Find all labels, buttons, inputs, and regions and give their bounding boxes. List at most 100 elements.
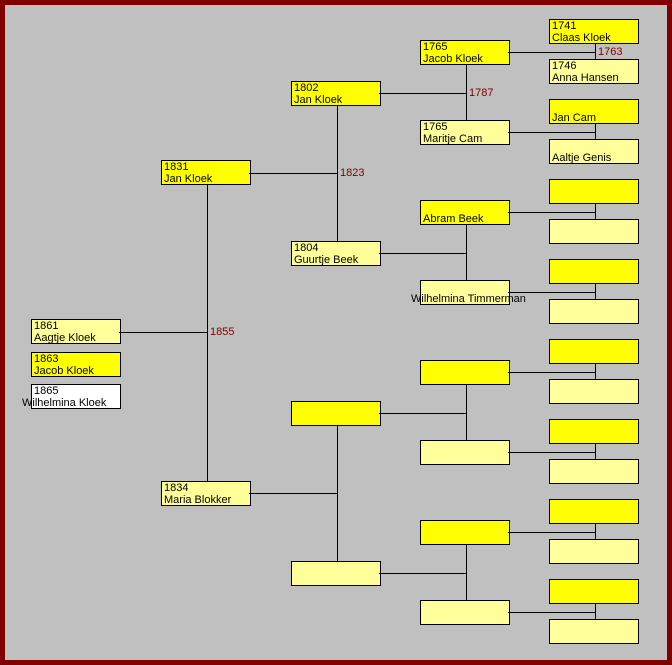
ancestor-box-gen4[interactable]	[549, 459, 639, 484]
marriage-year: 1855	[210, 326, 235, 338]
person-name: Abram Beek	[423, 213, 484, 225]
connector-line	[207, 185, 208, 481]
birth-year	[423, 521, 509, 533]
birth-year	[552, 180, 638, 192]
ancestor-box-gen4[interactable]	[549, 579, 639, 604]
ancestor-box-gen3[interactable]	[420, 520, 510, 545]
connector-line	[379, 573, 466, 574]
ancestor-box-gen3[interactable]	[420, 440, 510, 465]
connector-line	[119, 332, 207, 333]
person-name: Wilhelmina Timmerman	[411, 293, 526, 305]
birth-year	[423, 441, 509, 453]
person-name	[423, 453, 509, 465]
connector-line	[379, 253, 466, 254]
ancestor-box-gen4[interactable]	[549, 259, 639, 284]
person-name: Jan Kloek	[164, 173, 213, 185]
person-name	[423, 613, 509, 625]
ancestor-box-gen3[interactable]	[420, 600, 510, 625]
birth-year: 1831	[164, 161, 189, 173]
connector-line	[595, 124, 596, 139]
birth-year	[423, 601, 509, 613]
birth-year	[552, 580, 638, 592]
connector-line	[595, 524, 596, 539]
birth-year	[552, 100, 638, 112]
birth-year: 1863	[34, 353, 59, 365]
ancestor-box-gen4[interactable]	[549, 419, 639, 444]
ancestor-box-gen4[interactable]: Aaltje Genis	[549, 139, 639, 164]
ancestor-box-gen4[interactable]	[549, 539, 639, 564]
person-name	[552, 352, 638, 364]
birth-year: 1834	[164, 482, 189, 494]
ancestor-box-gen2[interactable]	[291, 561, 381, 586]
person-name	[552, 592, 638, 604]
connector-line	[508, 532, 595, 533]
birth-year: 1802	[294, 82, 319, 94]
ancestor-box-gen4[interactable]	[549, 379, 639, 404]
person-name: Anna Hansen	[552, 72, 619, 84]
birth-year	[552, 460, 638, 472]
birth-year	[552, 260, 638, 272]
ancestor-box-gen4[interactable]	[549, 219, 639, 244]
person-name: Guurtje Beek	[294, 254, 359, 266]
connector-line	[379, 413, 466, 414]
person-name	[552, 512, 638, 524]
ancestor-box-gen3[interactable]: Wilhelmina Timmerman	[411, 280, 526, 305]
connector-line	[508, 372, 595, 373]
person-name: Maritje Cam	[423, 133, 483, 145]
connector-line	[508, 292, 595, 293]
ancestor-box-gen4[interactable]	[549, 179, 639, 204]
person-name: Maria Blokker	[164, 494, 232, 506]
person-name: Wilhelmina Kloek	[22, 397, 107, 409]
birth-year	[552, 500, 638, 512]
birth-year	[552, 340, 638, 352]
connector-line	[249, 173, 337, 174]
connector-line	[466, 225, 467, 280]
birth-year	[552, 220, 638, 232]
ancestor-box-gen3[interactable]: Abram Beek	[420, 200, 510, 225]
birth-year: 1741	[552, 20, 577, 32]
ancestor-box-gen4[interactable]	[549, 339, 639, 364]
birth-year	[552, 140, 638, 152]
birth-year: 1765	[423, 41, 448, 53]
ancestor-box-gen3[interactable]	[420, 360, 510, 385]
connector-line	[379, 93, 466, 94]
person-name	[552, 432, 638, 444]
birth-year	[423, 201, 509, 213]
person-name: Claas Kloek	[552, 32, 611, 44]
person-name	[552, 632, 638, 644]
person-name	[552, 552, 638, 564]
person-name	[423, 373, 509, 385]
ancestor-box-gen4[interactable]: Jan Cam	[549, 99, 639, 124]
birth-year: 1765	[423, 121, 448, 133]
ancestor-box-gen2[interactable]	[291, 401, 381, 426]
connector-line	[508, 52, 595, 53]
person-name	[294, 414, 380, 426]
birth-year	[552, 540, 638, 552]
connector-line	[508, 132, 595, 133]
marriage-year: 1787	[469, 87, 494, 99]
ancestor-box-gen4[interactable]	[549, 499, 639, 524]
person-name: Jacob Kloek	[34, 365, 94, 377]
connector-line	[595, 44, 596, 59]
birth-year: 1746	[552, 60, 577, 72]
ancestor-box-gen4[interactable]	[549, 619, 639, 644]
person-name	[552, 272, 638, 284]
person-name: Aaltje Genis	[552, 152, 612, 164]
person-name	[552, 232, 638, 244]
connector-line	[466, 545, 467, 600]
birth-year: 1865	[34, 385, 59, 397]
ancestor-box-gen4[interactable]	[549, 299, 639, 324]
birth-year	[294, 562, 380, 574]
